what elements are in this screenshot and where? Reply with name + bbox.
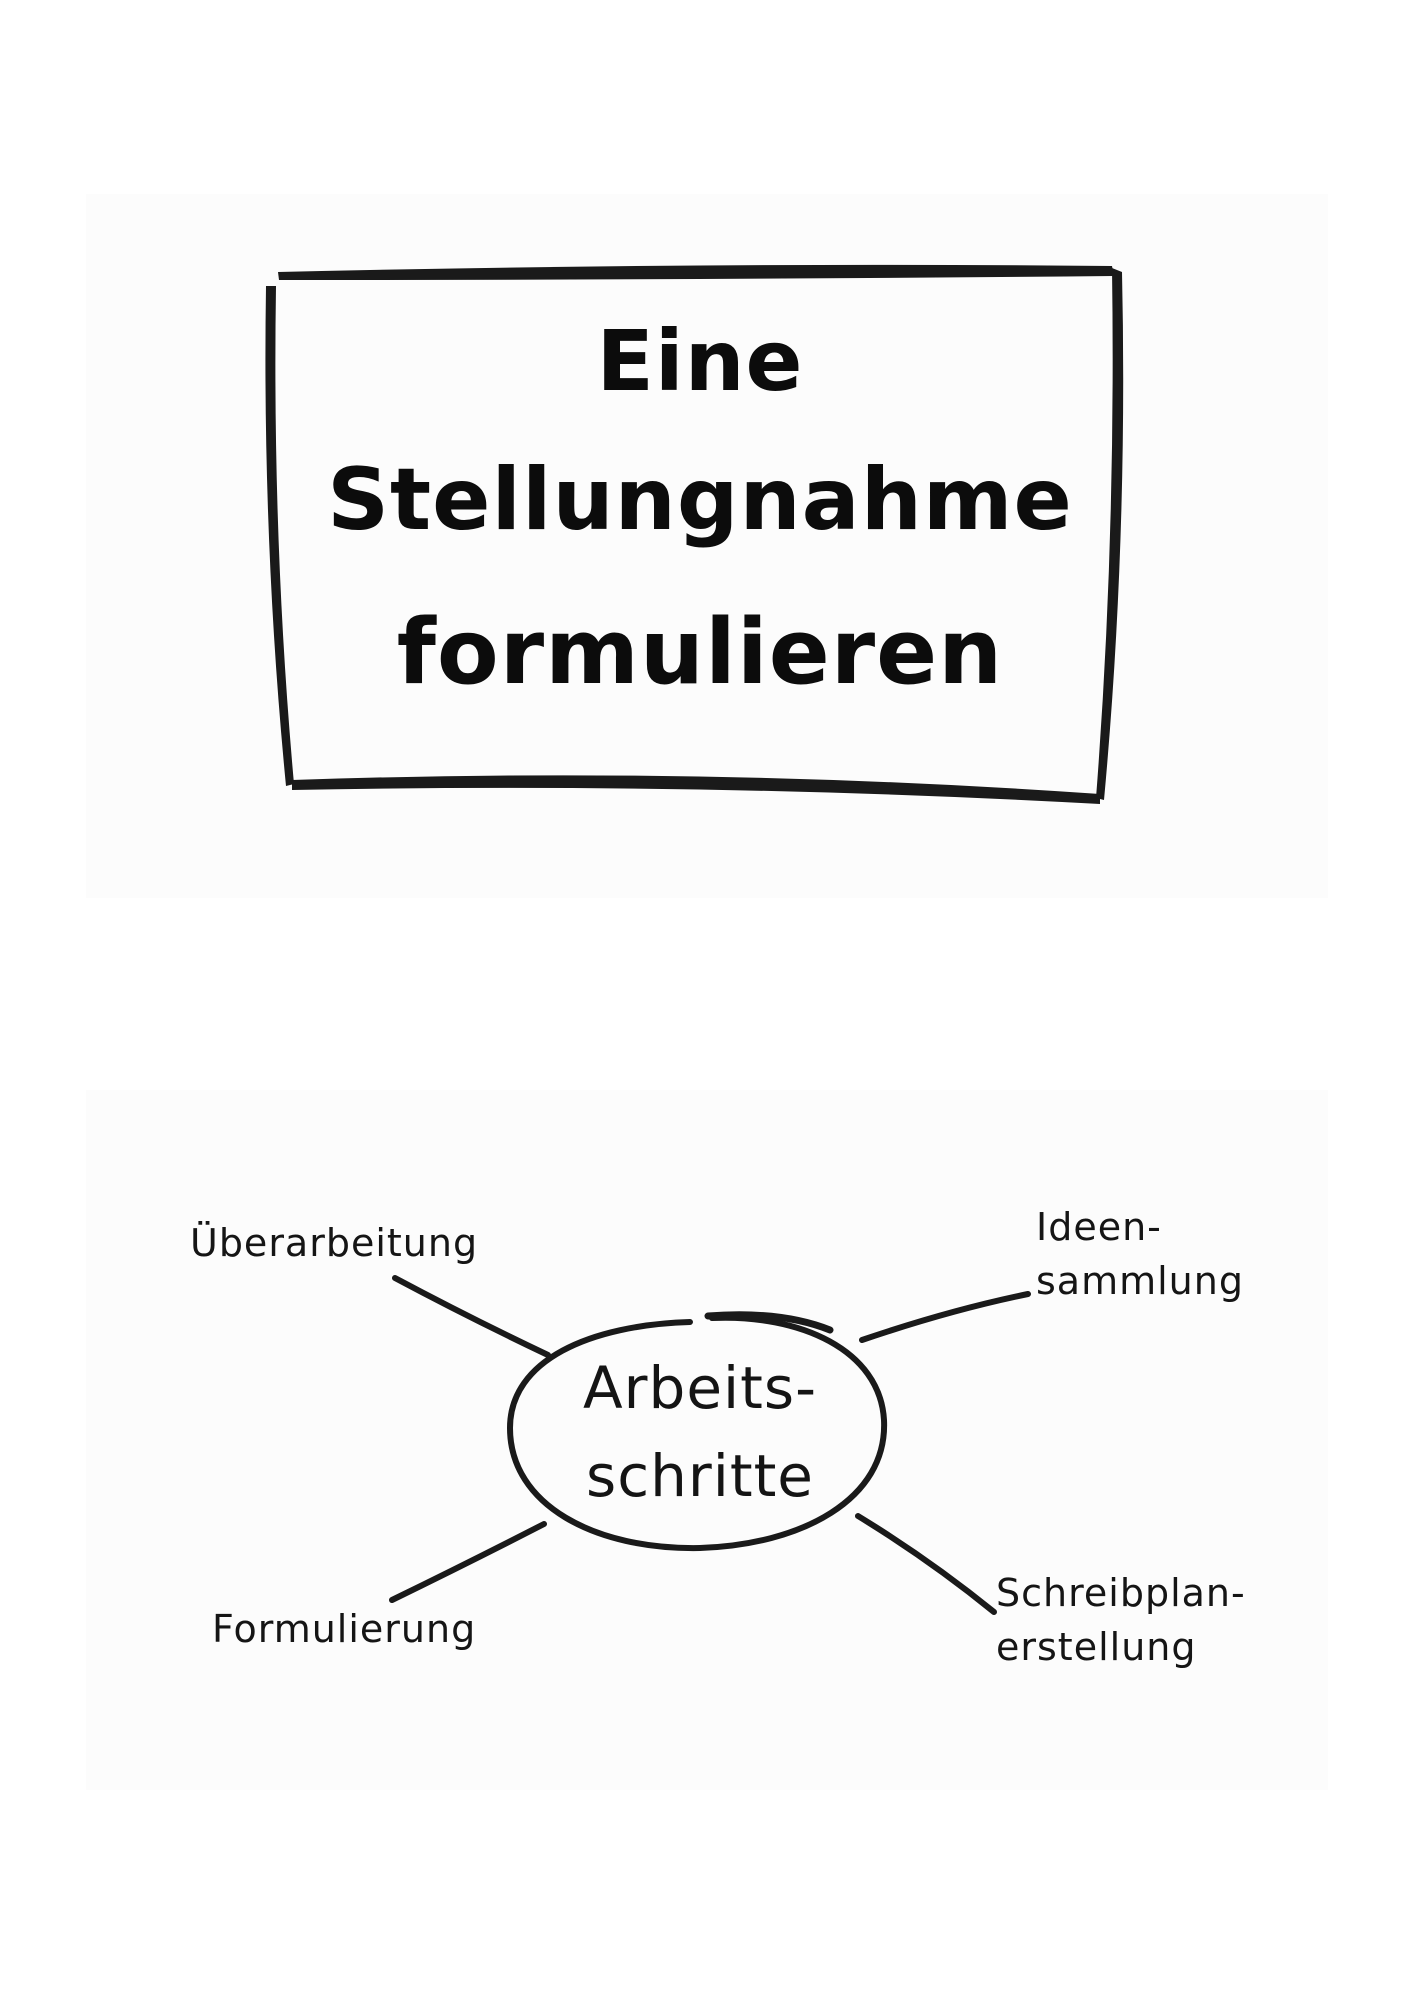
mindmap-ellipse xyxy=(506,1311,888,1552)
title-frame-right-edge xyxy=(1096,268,1124,800)
mindmap-panel xyxy=(86,1090,1328,1790)
title-frame-top-edge xyxy=(278,264,1114,280)
connector-bottom-right xyxy=(855,1513,997,1615)
mindmap-ellipse-stroke xyxy=(506,1314,888,1552)
step-label-text: erstellung xyxy=(996,1625,1197,1669)
title-line-3: formulieren xyxy=(396,600,1004,705)
connector-top-right xyxy=(859,1291,1031,1343)
step-label-text: sammlung xyxy=(1036,1259,1244,1303)
title-line-2: Stellungnahme xyxy=(327,450,1073,550)
step-label-text: Überarbeitung xyxy=(190,1221,479,1265)
title-frame-left-edge xyxy=(265,286,294,786)
step-label-text: Formulierung xyxy=(212,1607,477,1651)
step-label-text: Schreibplan- xyxy=(996,1571,1246,1615)
step-label-bottom-left: Formulierung xyxy=(212,1602,476,1656)
mindmap-connectors xyxy=(389,1275,1031,1615)
step-label-top-right: Ideen- sammlung xyxy=(1036,1200,1244,1308)
step-label-text: Ideen- xyxy=(1036,1205,1162,1249)
mindmap-center-line-1: Arbeits- xyxy=(582,1354,818,1422)
connector-bottom-left xyxy=(389,1521,547,1603)
title-line-1: Eine xyxy=(596,312,804,410)
title-frame-bottom-edge xyxy=(292,775,1100,804)
mindmap-center-line-2: schritte xyxy=(586,1442,814,1510)
step-label-bottom-right: Schreibplan- erstellung xyxy=(996,1566,1246,1674)
step-label-top-left: Überarbeitung xyxy=(190,1216,478,1270)
mindmap-ellipse-overlap xyxy=(704,1311,834,1334)
connector-top-left xyxy=(392,1275,551,1358)
title-frame xyxy=(265,264,1124,804)
